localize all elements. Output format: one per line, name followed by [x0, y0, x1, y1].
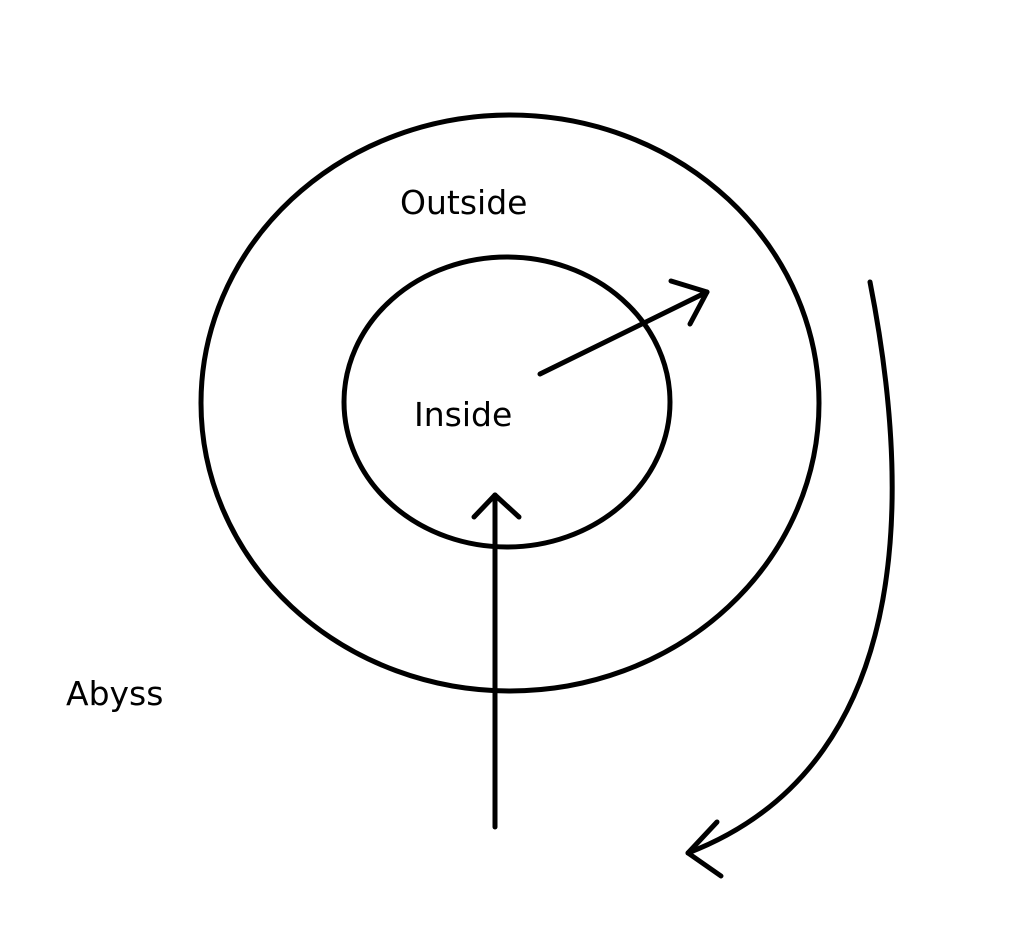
falling-curved-arrow [685, 279, 895, 879]
outer-circle [198, 112, 822, 694]
outside-label: Outside [400, 183, 528, 222]
abyss-label: Abyss [66, 674, 164, 713]
inner-circle [341, 254, 673, 550]
inward-arrow [471, 492, 522, 830]
outward-arrow [537, 278, 710, 377]
inside-label: Inside [414, 395, 513, 434]
